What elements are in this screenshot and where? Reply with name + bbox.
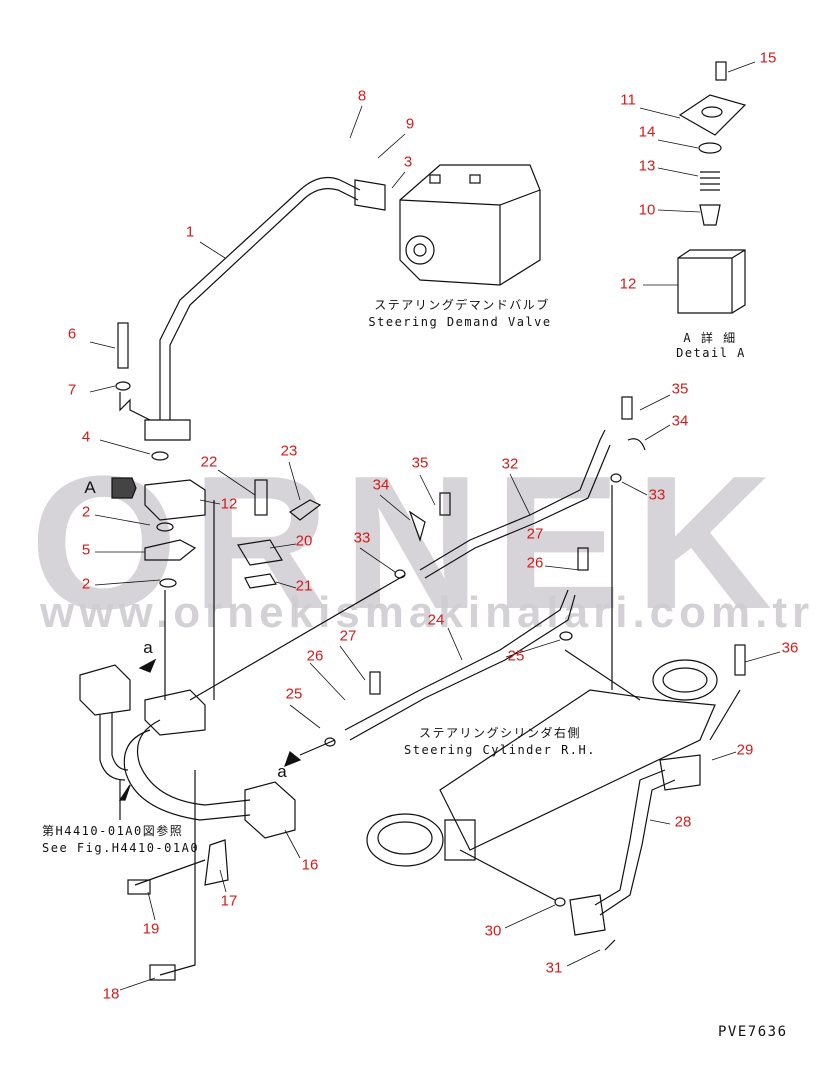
callout-3: 3 bbox=[403, 153, 413, 171]
watermark-brand: ORNEK bbox=[30, 437, 787, 649]
callout-22: 22 bbox=[200, 453, 218, 471]
cylinder-label-jp: ステアリングシリンダ右側 bbox=[418, 726, 582, 740]
callout-12-detail: 12 bbox=[619, 275, 637, 293]
callout-35-a: 35 bbox=[411, 454, 429, 472]
callout-34-b: 34 bbox=[671, 412, 689, 430]
callout-25-a: 25 bbox=[507, 647, 525, 665]
callout-5: 5 bbox=[81, 541, 91, 559]
pipe-1 bbox=[144, 177, 386, 441]
view-arrow-a bbox=[111, 477, 137, 499]
steering-cylinder bbox=[366, 644, 746, 951]
detail-a-label-jp: A 詳 細 bbox=[683, 331, 737, 345]
callout-4: 4 bbox=[81, 428, 91, 446]
view-marker-a: A bbox=[84, 478, 96, 497]
callout-16: 16 bbox=[301, 856, 319, 874]
callout-10: 10 bbox=[638, 201, 656, 219]
section-marker-a2: a bbox=[277, 762, 287, 781]
callout-23: 23 bbox=[280, 442, 298, 460]
callout-33-b: 33 bbox=[353, 529, 371, 547]
callout-9: 9 bbox=[405, 115, 415, 133]
callout-27-a: 27 bbox=[526, 525, 544, 543]
callout-26-b: 26 bbox=[306, 647, 324, 665]
callout-1: 1 bbox=[185, 223, 195, 241]
section-marker-a1: a bbox=[143, 638, 153, 657]
callout-2-a: 2 bbox=[81, 503, 91, 521]
callout-21: 21 bbox=[295, 577, 313, 595]
callout-2-b: 2 bbox=[81, 575, 91, 593]
callout-7: 7 bbox=[67, 381, 77, 399]
arrow-a2-icon bbox=[283, 751, 302, 768]
callout-32: 32 bbox=[501, 455, 519, 473]
cylinder-label-en: Steering Cylinder R.H. bbox=[404, 743, 596, 757]
callout-30: 30 bbox=[484, 922, 502, 940]
reference-label-jp: 第H4410-01A0図参照 bbox=[42, 824, 184, 838]
drawing-number: PVE7636 bbox=[718, 1024, 788, 1040]
callout-25-b: 25 bbox=[285, 685, 303, 703]
watermark-url: www.ornekismakinalari.com.tr bbox=[40, 588, 815, 637]
callout-13: 13 bbox=[638, 157, 656, 175]
left-fittings bbox=[115, 322, 322, 700]
hoses bbox=[189, 396, 646, 756]
detail-a-label-en: Detail A bbox=[676, 346, 746, 360]
callout-20: 20 bbox=[295, 532, 313, 550]
callout-33-a: 33 bbox=[648, 486, 666, 504]
steering-demand-valve bbox=[399, 164, 541, 286]
callout-12: 12 bbox=[220, 495, 238, 513]
detail-a-parts bbox=[677, 61, 747, 314]
callout-35-b: 35 bbox=[671, 380, 689, 398]
callout-26-a: 26 bbox=[526, 554, 544, 572]
arrow-a1-icon bbox=[138, 658, 157, 673]
arrow-up-icon bbox=[118, 784, 131, 801]
demand-valve-label-jp: ステアリングデマンドバルブ bbox=[374, 298, 550, 312]
callout-15: 15 bbox=[759, 49, 777, 67]
callout-31: 31 bbox=[545, 959, 563, 977]
callout-14: 14 bbox=[638, 123, 656, 141]
callout-36: 36 bbox=[781, 639, 799, 657]
callout-6: 6 bbox=[67, 325, 77, 343]
callout-19: 19 bbox=[142, 920, 160, 938]
callout-24: 24 bbox=[427, 611, 445, 629]
lower-pipe bbox=[79, 664, 296, 981]
callout-27-b: 27 bbox=[339, 627, 357, 645]
callout-29: 29 bbox=[736, 741, 754, 759]
callout-8: 8 bbox=[357, 87, 367, 105]
callout-18: 18 bbox=[102, 985, 120, 1003]
callout-28: 28 bbox=[674, 813, 692, 831]
callout-34-a: 34 bbox=[372, 476, 390, 494]
reference-label-en: See Fig.H4410-01A0 bbox=[42, 841, 200, 855]
demand-valve-label-en: Steering Demand Valve bbox=[368, 315, 552, 329]
callout-17: 17 bbox=[220, 892, 238, 910]
callout-11: 11 bbox=[620, 91, 636, 109]
